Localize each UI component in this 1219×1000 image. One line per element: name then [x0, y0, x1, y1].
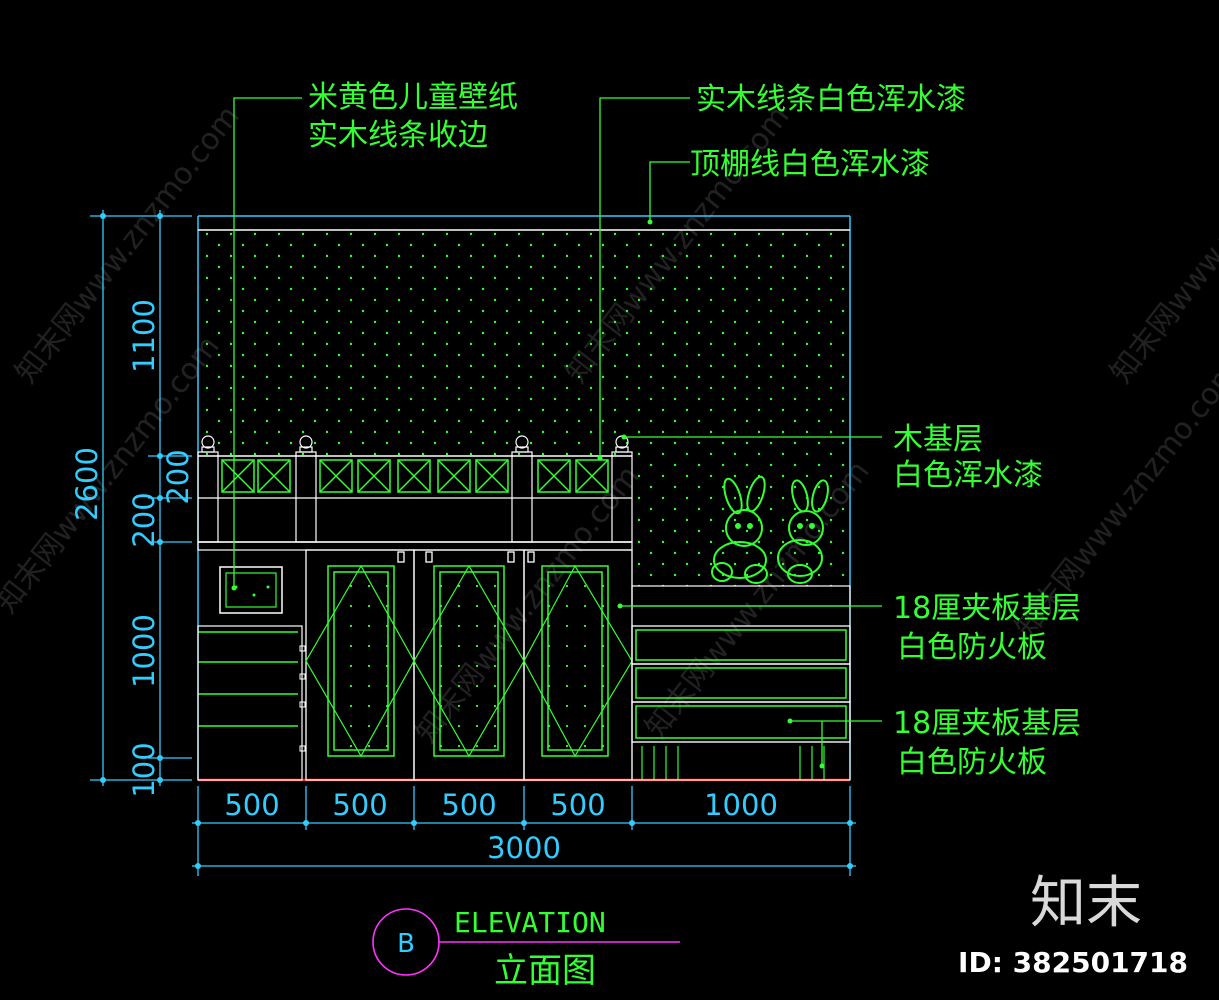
annotation-wallpaper-line2: 实木线条收边	[308, 118, 488, 153]
left-cabinet	[197, 541, 633, 781]
wallpaper-dots	[198, 230, 850, 456]
annotation-wallpaper-line1: 米黄色儿童壁纸	[308, 80, 518, 115]
dim-horizontal-segment: 500	[224, 788, 279, 822]
horizontal-dimension-ticks	[195, 820, 853, 869]
vertical-dimension-ticks	[100, 213, 163, 783]
annotation-plywood-b-line1: 18厘夹板基层	[893, 706, 1081, 741]
watermark-id: ID: 382501718	[958, 946, 1188, 979]
dim-vertical-segment: 1000	[127, 614, 161, 688]
leader-dots	[231, 219, 825, 769]
leader-lines	[233, 97, 882, 768]
watermark-text: 知末网www.znzmo.com	[1104, 99, 1219, 390]
dim-vertical-segment: 100	[127, 742, 161, 797]
annotation-wood-base-line2: 白色浑水漆	[893, 458, 1043, 493]
dim-horizontal-segment: 500	[332, 788, 387, 822]
dim-vertical-segment: 200	[161, 449, 195, 504]
annotation-plywood-a-line1: 18厘夹板基层	[893, 591, 1081, 626]
annotation-solid-wood: 实木线条白色浑水漆	[696, 82, 966, 117]
dim-vertical-segment: 200	[127, 492, 161, 547]
section-marker-letter: B	[397, 929, 415, 959]
title-chinese: 立面图	[494, 951, 596, 991]
dim-horizontal-total: 3000	[487, 831, 561, 865]
dim-vertical-segment: 1100	[127, 299, 161, 373]
title-block: B ELEVATION 立面图	[372, 906, 680, 991]
annotation-plywood-a-line2: 白色防火板	[897, 630, 1047, 665]
dim-horizontal-segment: 1000	[704, 788, 778, 822]
brand-logo: 知末	[1030, 871, 1142, 936]
annotation-plywood-b-line2: 白色防火板	[897, 745, 1047, 780]
annotation-wood-base-line1: 木基层	[893, 422, 983, 457]
cabinet-doors	[305, 549, 633, 781]
dim-horizontal-segment: 500	[550, 788, 605, 822]
annotation-ceiling-line: 顶棚线白色浑水漆	[690, 147, 930, 182]
dim-horizontal-segment: 500	[441, 788, 496, 822]
wallpaper-dots-right	[632, 456, 850, 586]
rabbit-toys	[711, 475, 829, 584]
title-english: ELEVATION	[454, 906, 606, 939]
dim-vertical-total: 2600	[70, 447, 104, 521]
